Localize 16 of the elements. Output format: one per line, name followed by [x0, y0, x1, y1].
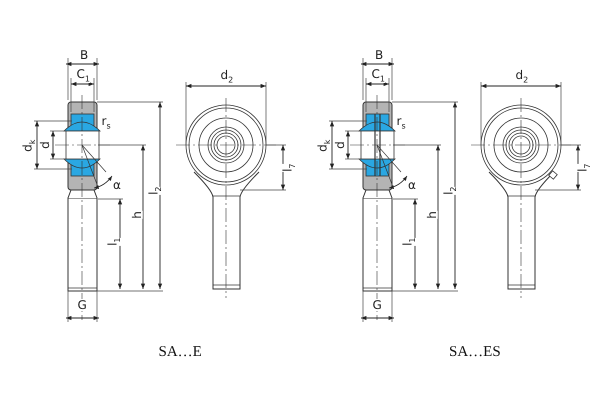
- angle-label: α: [113, 179, 121, 191]
- dimension-label: G: [372, 299, 382, 311]
- dimension-label: d$_{2}$: [516, 68, 528, 84]
- dimension-label: B: [375, 49, 384, 61]
- figure-caption: SA…E: [158, 344, 202, 360]
- angle-label: α: [408, 179, 416, 191]
- dimension-label: C$_{1}$: [372, 68, 385, 83]
- dimension-label: h: [426, 211, 438, 219]
- dimension-label: h: [130, 211, 143, 219]
- dimension-label: B: [80, 49, 88, 61]
- figure-caption: SA…ES: [449, 344, 501, 360]
- dimension-label: d: [38, 141, 51, 149]
- dimension-label: C$_{1}$: [76, 68, 90, 83]
- dimension-label: d: [334, 141, 346, 149]
- dimension-label: d$_{2}$: [220, 68, 234, 84]
- dimension-label: G: [78, 299, 87, 311]
